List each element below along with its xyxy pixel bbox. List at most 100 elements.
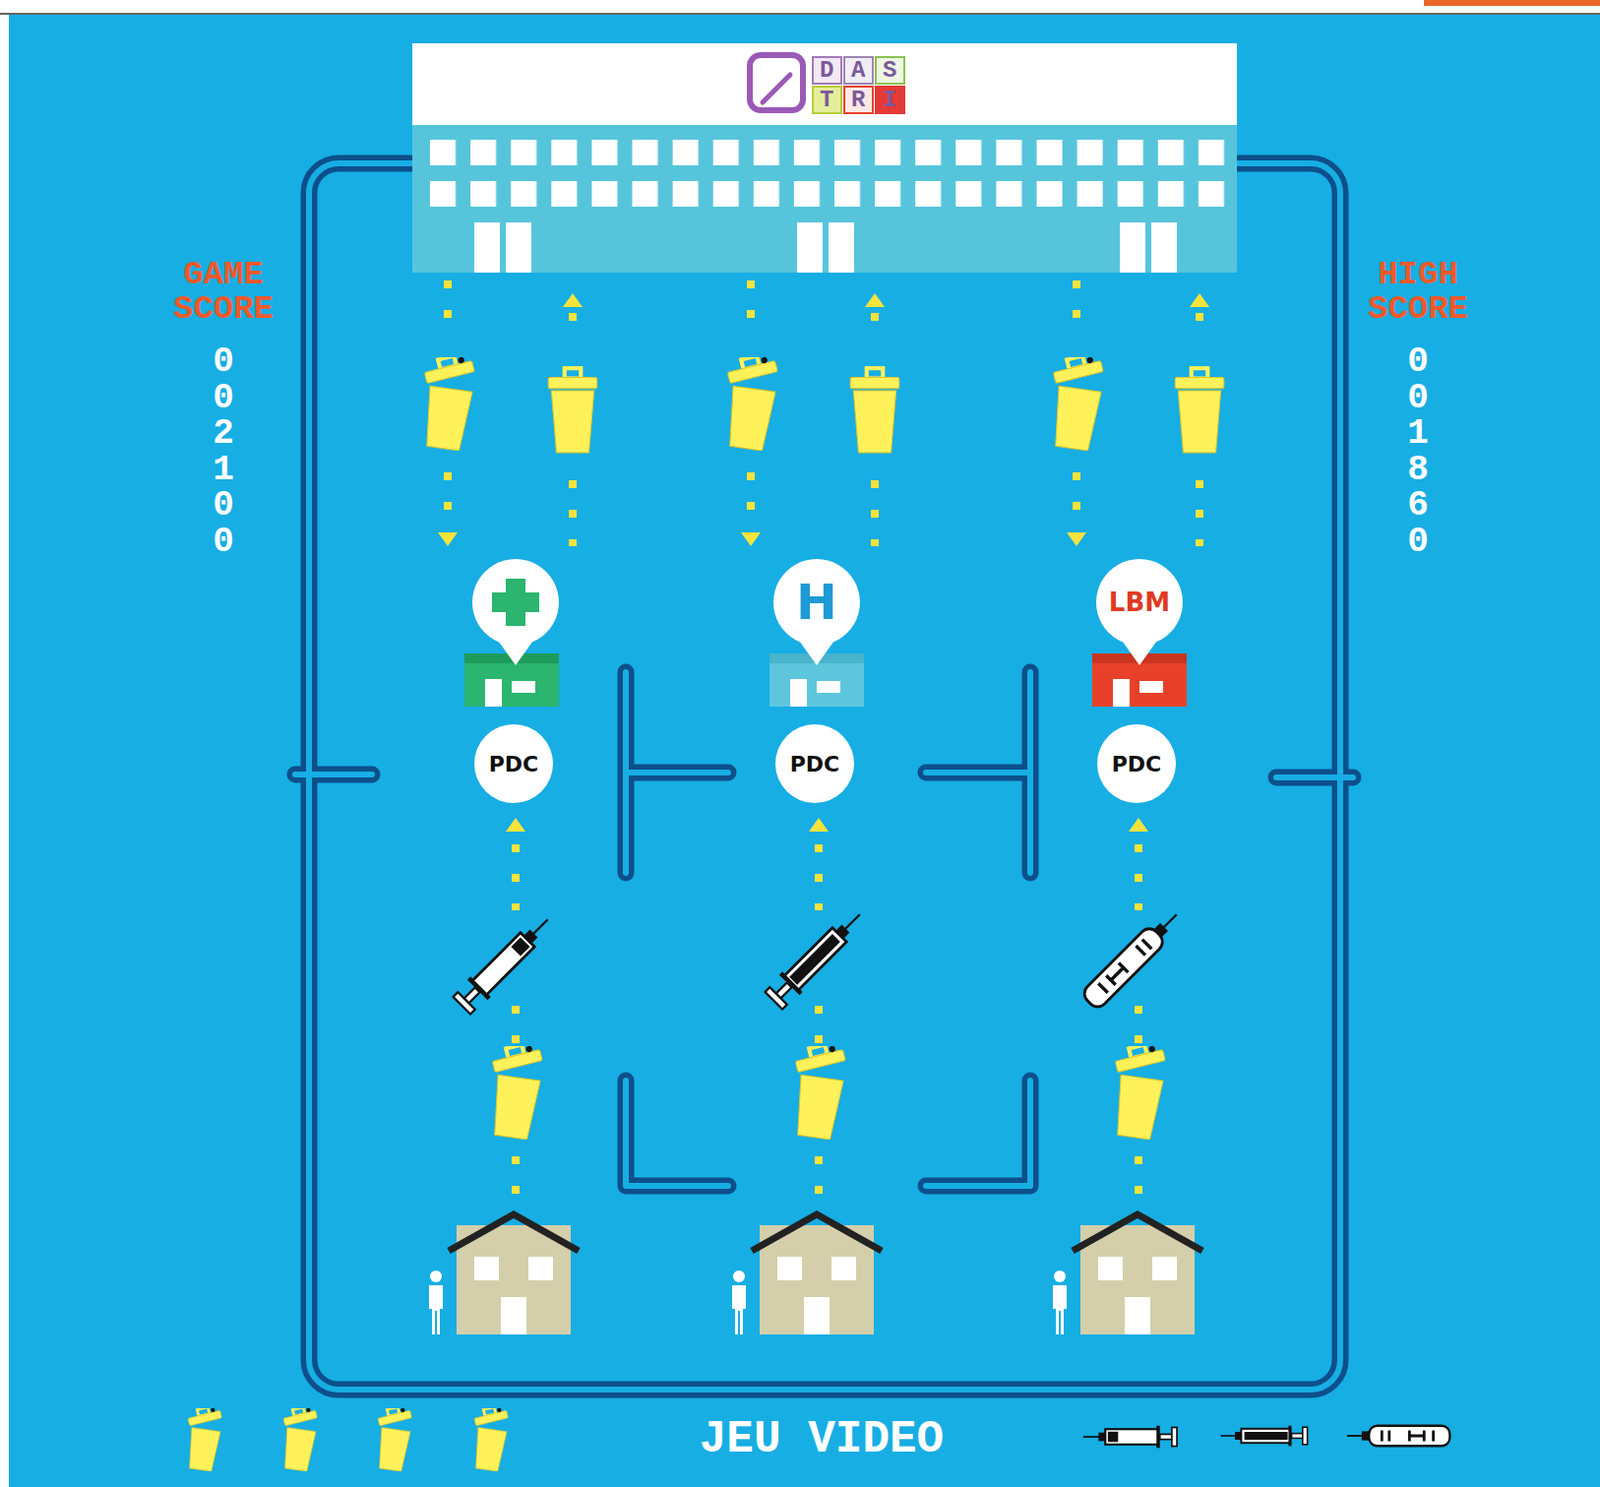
person-head xyxy=(1053,1270,1066,1283)
sharps-bin xyxy=(1040,345,1108,452)
door xyxy=(474,222,500,273)
screen-background xyxy=(8,14,1600,1487)
bonus-syringe xyxy=(1083,1425,1177,1449)
maze-l-wall xyxy=(625,1080,729,1186)
house-window xyxy=(777,1256,802,1281)
door xyxy=(1119,222,1146,273)
pharmacy-cross xyxy=(492,592,540,613)
bonus-pen xyxy=(1347,1425,1451,1447)
header-band: DAS TRI xyxy=(412,43,1237,125)
syringe xyxy=(763,904,870,1011)
maze-t-wall xyxy=(925,672,1031,873)
person-body xyxy=(732,1285,746,1335)
house-roof xyxy=(751,1214,882,1251)
sharps-bin xyxy=(411,345,479,452)
building-body xyxy=(464,653,559,707)
syringe xyxy=(451,909,558,1016)
node-label: PDC xyxy=(1111,751,1163,777)
bonus-syringe xyxy=(1221,1425,1308,1447)
lives-bin xyxy=(369,1400,415,1473)
house xyxy=(429,1214,579,1335)
arrowhead xyxy=(505,817,526,832)
building-door xyxy=(790,678,807,707)
score-digits: 002100 xyxy=(212,344,235,561)
building-door xyxy=(485,678,502,707)
house-body xyxy=(759,1225,874,1335)
treatment-building xyxy=(412,124,1237,273)
sharps-bin xyxy=(850,368,900,453)
maze-nub xyxy=(1276,774,1354,781)
arrowhead xyxy=(1128,817,1149,832)
sharps-bin xyxy=(548,368,598,453)
maze-t-wall xyxy=(925,672,1031,873)
score-heading: HIGH SCORE xyxy=(1339,257,1497,327)
score-digits: 001860 xyxy=(1407,344,1429,561)
node-label: PDC xyxy=(489,751,540,777)
location-pin: LBM xyxy=(1094,558,1185,666)
house-door xyxy=(1124,1296,1151,1335)
insulin-pen xyxy=(1080,905,1186,1011)
maze-t-wall xyxy=(625,672,729,873)
path-up xyxy=(511,844,520,1201)
collection-point: PDC xyxy=(775,724,855,803)
house-window xyxy=(474,1256,499,1281)
person-body xyxy=(1052,1285,1067,1335)
maze-t-wall xyxy=(625,672,729,873)
top-rule xyxy=(0,12,1600,15)
pharmacy-building xyxy=(464,653,559,707)
house xyxy=(1052,1214,1203,1335)
door xyxy=(797,222,823,273)
house-window xyxy=(1152,1256,1177,1281)
house-roof xyxy=(1072,1214,1203,1251)
lives-bin xyxy=(465,1400,511,1473)
house-body xyxy=(456,1225,571,1335)
lives-bin xyxy=(179,1400,225,1473)
door xyxy=(505,222,532,273)
building-doors xyxy=(474,222,1177,273)
score-heading: GAME SCORE xyxy=(144,257,303,327)
lives-bin xyxy=(274,1400,320,1473)
maze-walls-inner xyxy=(295,163,1354,1390)
house-window xyxy=(1098,1256,1123,1281)
building-window xyxy=(511,680,536,693)
house-window xyxy=(831,1256,857,1281)
sharps-bin xyxy=(782,1034,850,1141)
pharmacy-pin xyxy=(472,558,559,666)
building-door xyxy=(1112,678,1130,707)
door xyxy=(828,222,855,273)
logo-icon xyxy=(749,55,803,111)
dotted-paths xyxy=(447,280,1200,1201)
sharps-bin xyxy=(1102,1034,1170,1141)
building-window xyxy=(816,680,841,693)
pin-label: H xyxy=(771,558,862,646)
arrowhead xyxy=(1189,293,1210,308)
sharps-bin xyxy=(479,1034,547,1141)
maze-walls-outer xyxy=(295,163,1354,1390)
arrowhead xyxy=(740,532,761,547)
arrowhead xyxy=(562,293,583,308)
person-head xyxy=(430,1270,442,1283)
collection-point: PDC xyxy=(1097,724,1176,803)
house-roof xyxy=(448,1214,579,1251)
house xyxy=(732,1214,882,1335)
door xyxy=(1151,222,1177,273)
house-window xyxy=(528,1256,554,1281)
maze-l-wall xyxy=(925,1080,1031,1186)
maze-l-wall xyxy=(925,1080,1031,1186)
corner-bar xyxy=(1423,0,1600,6)
house-door xyxy=(500,1296,527,1335)
house-door xyxy=(803,1296,830,1335)
arrowhead xyxy=(1066,532,1087,547)
arrowhead xyxy=(437,532,458,547)
house-body xyxy=(1080,1225,1195,1335)
arrowhead xyxy=(864,293,885,308)
pin-shape xyxy=(472,558,559,666)
building-window xyxy=(1139,680,1164,693)
sharps-bin xyxy=(714,345,782,452)
logo-text: DAS TRI xyxy=(812,56,912,116)
location-pin: H xyxy=(771,558,862,666)
building-windows xyxy=(430,139,1226,207)
path-up xyxy=(814,844,823,1201)
